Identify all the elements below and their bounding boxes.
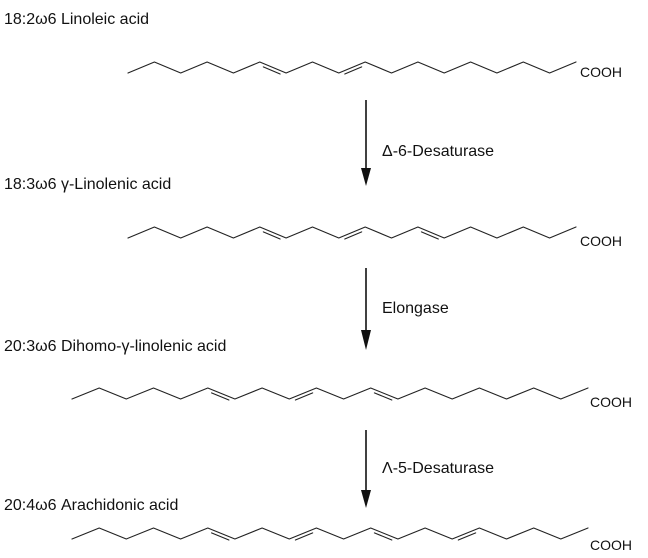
double-bond: [210, 392, 230, 401]
carbon-chain: [71, 387, 589, 400]
double-bonds: [262, 231, 439, 240]
double-bond: [294, 532, 314, 541]
carbon-chain: [127, 61, 577, 74]
carboxyl-group: COOH: [580, 64, 622, 80]
compound-name: 18:2ω6 Linoleic acid: [4, 11, 149, 28]
double-bonds: [210, 392, 393, 401]
arrow-head: [361, 490, 371, 508]
double-bond: [262, 231, 281, 240]
carboxyl-group: COOH: [590, 394, 632, 410]
arrow-head: [361, 168, 371, 186]
compound-arachidonic-acid: 20:4ω6 Arachidonic acid COOH: [4, 497, 632, 553]
enzyme-label: Elongase: [382, 300, 449, 317]
compound-name: 20:3ω6 Dihomo-γ-linolenic acid: [4, 338, 226, 355]
double-bond: [294, 392, 314, 401]
double-bond: [373, 392, 393, 401]
double-bonds: [262, 66, 363, 75]
double-bonds: [210, 532, 477, 541]
double-bond: [262, 66, 281, 75]
enzyme-label: Λ-5-Desaturase: [382, 460, 494, 477]
compound-linoleic-acid: 18:2ω6 Linoleic acid COOH: [4, 11, 622, 80]
compound-name: 20:4ω6 Arachidonic acid: [4, 497, 178, 514]
carbon-chain: [71, 527, 589, 540]
compound-name: 18:3ω6 γ-Linolenic acid: [4, 176, 171, 193]
double-bond: [344, 66, 363, 75]
enzyme-label: Δ-6-Desaturase: [382, 143, 494, 160]
double-bond: [420, 231, 439, 240]
double-bond: [373, 532, 393, 541]
arrow-head: [361, 330, 371, 350]
reaction-step-elongase: Elongase: [361, 268, 449, 350]
carbon-chain: [127, 226, 577, 239]
double-bond: [210, 532, 230, 541]
double-bond: [344, 231, 363, 240]
compound-dihomo-gamma-linolenic-acid: 20:3ω6 Dihomo-γ-linolenic acid COOH: [4, 338, 632, 410]
carboxyl-group: COOH: [590, 537, 632, 553]
compound-gamma-linolenic-acid: 18:3ω6 γ-Linolenic acid COOH: [4, 176, 622, 249]
reaction-step-desaturase-6: Δ-6-Desaturase: [361, 100, 494, 186]
carboxyl-group: COOH: [580, 233, 622, 249]
reaction-step-desaturase-5: Λ-5-Desaturase: [361, 430, 494, 508]
double-bond: [457, 532, 477, 541]
